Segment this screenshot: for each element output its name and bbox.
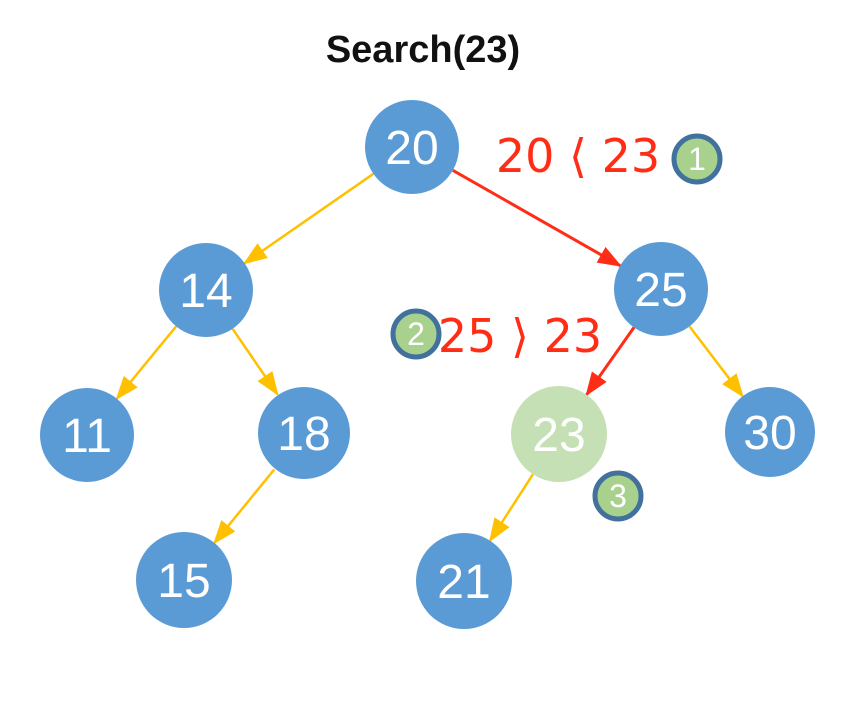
comparison-annotations: 20 ⟨ 23 25 ⟩ 23 (438, 129, 660, 363)
step-badge-3-label: 3 (609, 478, 627, 514)
step-badge-2: 2 (390, 308, 442, 360)
step-badge-2-label: 2 (407, 316, 425, 352)
tree-node-15: 15 (136, 532, 232, 628)
diagram-title: Search(23) (326, 29, 520, 71)
edge-25-30 (688, 325, 744, 398)
tree-node-23-found: 23 (511, 386, 607, 482)
edge-20-25-search-path (452, 168, 622, 268)
node-30-circle (725, 387, 815, 477)
node-14-label: 14 (179, 265, 232, 318)
tree-node-25: 25 (614, 242, 708, 336)
edge-20-14 (242, 172, 375, 265)
node-20-label: 20 (385, 122, 438, 175)
tree-node-18: 18 (258, 387, 350, 479)
node-21-circle (416, 533, 512, 629)
node-23-label: 23 (532, 409, 585, 462)
edge-14-18 (231, 328, 279, 396)
tree-node-30: 30 (725, 387, 815, 477)
node-18-circle (258, 387, 350, 479)
node-25-label: 25 (634, 264, 687, 317)
step-badge-3-circle (592, 470, 644, 522)
comparison-step1-text: 20 ⟨ 23 (496, 129, 660, 183)
node-18-label: 18 (277, 408, 330, 461)
node-30-label: 30 (743, 407, 796, 460)
node-15-circle (136, 532, 232, 628)
step-badge-1-label: 1 (688, 141, 706, 177)
tree-edges (115, 168, 744, 545)
edge-23-21 (489, 473, 534, 543)
node-20-circle (365, 100, 459, 194)
tree-node-20: 20 (365, 100, 459, 194)
edge-18-15 (213, 468, 276, 545)
tree-nodes: 20 14 25 11 18 23 30 15 (40, 100, 815, 629)
edge-14-11 (115, 325, 178, 401)
node-23-circle (511, 386, 607, 482)
tree-node-11: 11 (40, 388, 134, 482)
step-badge-1-circle (671, 133, 723, 185)
node-15-label: 15 (157, 555, 210, 608)
node-25-circle (614, 242, 708, 336)
step-badge-1: 1 (671, 133, 723, 185)
tree-node-14: 14 (159, 243, 253, 337)
step-badge-2-circle (390, 308, 442, 360)
tree-node-21: 21 (416, 533, 512, 629)
node-11-circle (40, 388, 134, 482)
edge-25-23-search-path (585, 326, 636, 397)
step-badges: 1 2 3 (390, 133, 723, 522)
node-14-circle (159, 243, 253, 337)
step-badge-3: 3 (592, 470, 644, 522)
node-21-label: 21 (437, 556, 490, 609)
comparison-step2-text: 25 ⟩ 23 (438, 309, 602, 363)
node-11-label: 11 (62, 410, 112, 463)
